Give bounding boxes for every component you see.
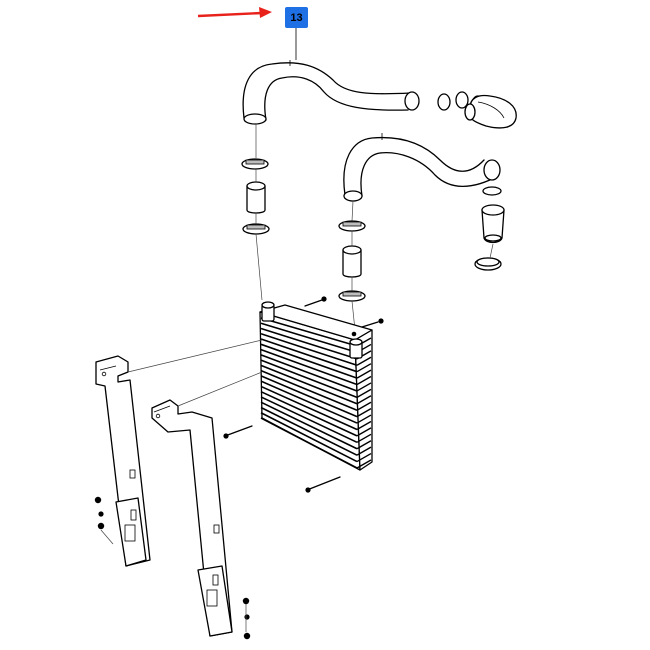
upper-hose [242, 60, 420, 125]
bracket-fasteners-left [94, 496, 114, 545]
right-mounting-bracket [151, 371, 263, 637]
right-clamp-set [338, 200, 366, 341]
left-clamp-set [241, 124, 270, 301]
left-mounting-bracket [95, 339, 263, 567]
bracket-fasteners-right [242, 597, 251, 640]
elbow-hose-right [464, 94, 517, 129]
oil-cooler-core [259, 301, 373, 471]
lower-hose [343, 133, 501, 202]
part-callout-13[interactable]: 13 [285, 7, 308, 28]
right-hose-fitting [474, 186, 505, 271]
mounting-bolts [223, 296, 384, 493]
red-pointer-arrow [197, 7, 272, 18]
